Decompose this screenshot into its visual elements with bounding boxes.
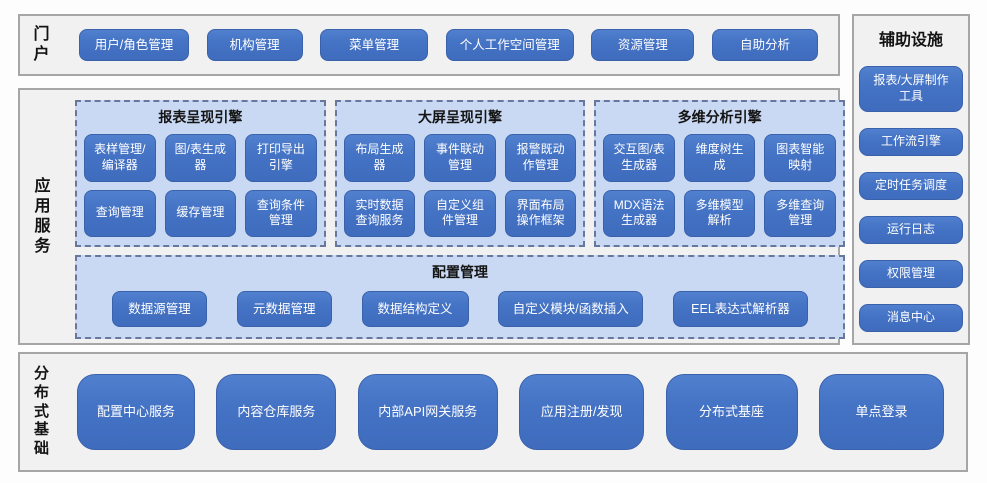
olap-engine-row-2: MDX语法生成器 多维模型解析 多维查询管理 bbox=[603, 189, 837, 237]
engine-module-node: 界面布局操作框架 bbox=[504, 189, 577, 237]
engine-module-node: 查询条件管理 bbox=[245, 189, 317, 237]
engine-module-node: 表样管理/编译器 bbox=[84, 134, 156, 182]
report-engine-row-2: 查询管理 缓存管理 查询条件管理 bbox=[84, 189, 317, 237]
config-node-metadata-mgmt: 元数据管理 bbox=[236, 291, 332, 327]
engine-module-node: 布局生成器 bbox=[343, 134, 416, 182]
distributed-foundation-section: 分布式基础 配置中心服务 内容仓库服务 内部API网关服务 应用注册/发现 分布… bbox=[18, 352, 968, 472]
config-mgmt-row: 数据源管理 元数据管理 数据结构定义 自定义模块/函数插入 EEL表达式解析器 bbox=[84, 289, 836, 329]
config-mgmt-title: 配置管理 bbox=[432, 264, 488, 280]
portal-node-user-role-mgmt: 用户/角色管理 bbox=[79, 29, 189, 61]
portal-section-label: 门户 bbox=[33, 26, 50, 63]
config-node-custom-module: 自定义模块/函数插入 bbox=[498, 291, 644, 327]
aux-node-message-center: 消息中心 bbox=[859, 304, 963, 332]
infra-node-content-repo: 内容仓库服务 bbox=[216, 374, 337, 450]
engine-module-node: 查询管理 bbox=[84, 189, 156, 237]
portal-section: 门户 用户/角色管理 机构管理 菜单管理 个人工作空间管理 资源管理 自助分析 bbox=[18, 14, 840, 76]
engine-module-node: 自定义组件管理 bbox=[424, 189, 496, 237]
engine-module-node: 多维查询管理 bbox=[764, 189, 837, 237]
report-engine-row-1: 表样管理/编译器 图/表生成器 打印导出引擎 bbox=[84, 134, 317, 182]
infra-node-app-registry: 应用注册/发现 bbox=[519, 374, 645, 450]
olap-engine-row-1: 交互图/表生成器 维度树生成 图表智能映射 bbox=[603, 134, 837, 182]
engine-module-node: 事件联动管理 bbox=[424, 134, 496, 182]
engine-module-node: 报警既动作管理 bbox=[504, 134, 577, 182]
engine-module-node: 图表智能映射 bbox=[764, 134, 837, 182]
portal-node-org-mgmt: 机构管理 bbox=[206, 29, 303, 61]
infra-node-sso: 单点登录 bbox=[818, 374, 944, 450]
bigscreen-engine-row-2: 实时数据查询服务 自定义组件管理 界面布局操作框架 bbox=[343, 189, 577, 237]
infra-node-config-center: 配置中心服务 bbox=[77, 374, 195, 450]
olap-engine-title: 多维分析引擎 bbox=[677, 109, 762, 125]
infra-node-api-gateway: 内部API网关服务 bbox=[357, 374, 498, 450]
app-services-section-label: 应用服务 bbox=[34, 177, 51, 255]
config-node-datasource-mgmt: 数据源管理 bbox=[112, 291, 207, 327]
engine-module-node: 交互图/表生成器 bbox=[603, 134, 675, 182]
aux-node-permission-mgmt: 权限管理 bbox=[859, 260, 963, 288]
bigscreen-engine-row-1: 布局生成器 事件联动管理 报警既动作管理 bbox=[343, 134, 577, 182]
distributed-foundation-label: 分布式基础 bbox=[33, 365, 49, 458]
infra-node-distributed-base: 分布式基座 bbox=[665, 374, 798, 450]
aux-node-report-bigscreen-tool: 报表/大屏制作工具 bbox=[859, 66, 963, 112]
engine-module-node: MDX语法生成器 bbox=[603, 189, 675, 237]
aux-node-scheduler: 定时任务调度 bbox=[859, 172, 963, 200]
engine-module-node: 维度树生成 bbox=[683, 134, 756, 182]
config-mgmt-panel: 配置管理 数据源管理 元数据管理 数据结构定义 自定义模块/函数插入 EEL表达… bbox=[75, 255, 845, 339]
bigscreen-engine-panel: 大屏呈现引擎 布局生成器 事件联动管理 报警既动作管理 实时数据查询服务 自定义… bbox=[334, 100, 586, 247]
aux-node-run-log: 运行日志 bbox=[859, 216, 963, 244]
auxiliary-section: 辅助设施 报表/大屏制作工具 工作流引擎 定时任务调度 运行日志 权限管理 消息… bbox=[852, 14, 970, 345]
engine-module-node: 打印导出引擎 bbox=[245, 134, 317, 182]
aux-node-workflow-engine: 工作流引擎 bbox=[859, 128, 963, 156]
engine-panels-row: 报表呈现引擎 表样管理/编译器 图/表生成器 打印导出引擎 查询管理 缓存管理 … bbox=[75, 100, 846, 247]
engine-module-node: 多维模型解析 bbox=[683, 189, 756, 237]
distributed-button-row: 配置中心服务 内容仓库服务 内部API网关服务 应用注册/发现 分布式基座 单点… bbox=[77, 374, 944, 450]
report-engine-title: 报表呈现引擎 bbox=[158, 109, 243, 125]
portal-node-workspace-mgmt: 个人工作空间管理 bbox=[445, 29, 574, 61]
bigscreen-engine-title: 大屏呈现引擎 bbox=[418, 109, 502, 125]
config-node-eel-parser: EEL表达式解析器 bbox=[673, 291, 808, 327]
auxiliary-section-title: 辅助设施 bbox=[878, 32, 943, 49]
engine-module-node: 图/表生成器 bbox=[164, 134, 237, 182]
engine-module-node: 缓存管理 bbox=[164, 189, 237, 237]
portal-button-row: 用户/角色管理 机构管理 菜单管理 个人工作空间管理 资源管理 自助分析 bbox=[79, 29, 818, 61]
engine-module-node: 实时数据查询服务 bbox=[343, 189, 416, 237]
config-node-data-structure: 数据结构定义 bbox=[361, 291, 469, 327]
portal-node-resource-mgmt: 资源管理 bbox=[591, 29, 695, 61]
report-engine-panel: 报表呈现引擎 表样管理/编译器 图/表生成器 打印导出引擎 查询管理 缓存管理 … bbox=[75, 100, 326, 247]
portal-node-self-analysis: 自助分析 bbox=[711, 29, 818, 61]
olap-engine-panel: 多维分析引擎 交互图/表生成器 维度树生成 图表智能映射 MDX语法生成器 多维… bbox=[594, 100, 846, 247]
app-services-section: 应用服务 报表呈现引擎 表样管理/编译器 图/表生成器 打印导出引擎 查询管理 … bbox=[18, 88, 846, 345]
portal-node-menu-mgmt: 菜单管理 bbox=[320, 29, 429, 61]
